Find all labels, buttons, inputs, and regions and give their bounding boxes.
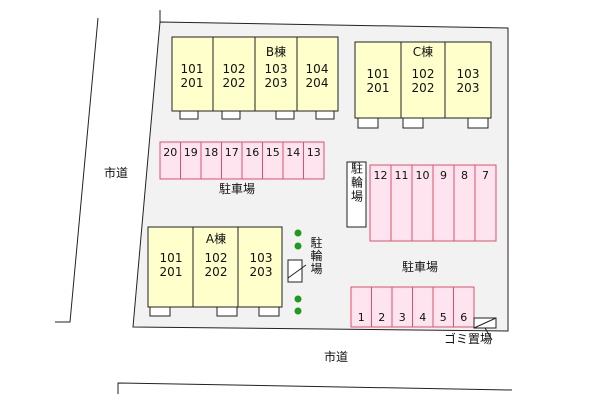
parking-label-right: 駐車場 xyxy=(402,259,438,274)
road-label-bottom: 市道 xyxy=(324,349,348,364)
svg-text:203: 203 xyxy=(457,81,480,95)
bottom-road-line xyxy=(117,382,513,394)
parking-space-label-2: 2 xyxy=(378,311,385,324)
svg-text:204: 204 xyxy=(306,76,329,90)
parking-top-row: 20 19 18 17 16 15 14 13 xyxy=(159,141,325,180)
parking-space-label-16: 16 xyxy=(245,146,259,159)
parking-space-label-14: 14 xyxy=(286,146,300,159)
building-c-name: C棟 xyxy=(413,44,433,59)
parking-space-label-13: 13 xyxy=(307,146,321,159)
parking-space-label-18: 18 xyxy=(204,146,218,159)
parking-space-label-11: 11 xyxy=(395,169,409,182)
parking-space-label-7: 7 xyxy=(482,169,489,182)
svg-text:101: 101 xyxy=(367,67,390,81)
parking-space-label-20: 20 xyxy=(163,146,177,159)
svg-text:103: 103 xyxy=(265,62,288,76)
tree xyxy=(294,295,302,303)
parking-space-label-5: 5 xyxy=(440,311,447,324)
parking-right-row: 12 11 10 9 8 7 xyxy=(369,164,497,242)
tree xyxy=(294,242,302,250)
parking-space-label-10: 10 xyxy=(416,169,430,182)
svg-text:102: 102 xyxy=(412,67,435,81)
parking-space-6 xyxy=(453,286,475,328)
svg-text:103: 103 xyxy=(457,67,480,81)
parking-space-13 xyxy=(303,141,325,180)
svg-text:202: 202 xyxy=(223,76,246,90)
svg-text:201: 201 xyxy=(367,81,390,95)
parking-space-label-17: 17 xyxy=(225,146,239,159)
tree xyxy=(294,307,302,315)
svg-text:101: 101 xyxy=(181,62,204,76)
building-b-name: B棟 xyxy=(266,44,286,59)
svg-text:203: 203 xyxy=(265,76,288,90)
parking-space-label-15: 15 xyxy=(266,146,280,159)
svg-text:203: 203 xyxy=(250,265,273,279)
parking-space-label-6: 6 xyxy=(460,311,467,324)
svg-text:202: 202 xyxy=(205,265,228,279)
svg-text:103: 103 xyxy=(250,251,273,265)
bicycle-shed-right xyxy=(346,161,367,228)
parking-space-label-3: 3 xyxy=(399,311,406,324)
left-road-line xyxy=(55,17,99,323)
parking-space-label-19: 19 xyxy=(184,146,198,159)
svg-text:101: 101 xyxy=(160,251,183,265)
garbage-label: ゴミ置場 xyxy=(444,331,492,346)
parking-space-label-12: 12 xyxy=(374,169,388,182)
parking-space-label-9: 9 xyxy=(440,169,447,182)
svg-text:201: 201 xyxy=(181,76,204,90)
parking-space-7 xyxy=(474,164,497,242)
parking-label-top: 駐車場 xyxy=(219,181,255,196)
svg-text:202: 202 xyxy=(412,81,435,95)
svg-text:201: 201 xyxy=(160,265,183,279)
svg-text:102: 102 xyxy=(205,251,228,265)
bicycle-label-left: 駐輪場 xyxy=(309,235,323,275)
building-c: C棟 101 201 102 202 103 203 xyxy=(354,41,492,129)
parking-space-label-4: 4 xyxy=(419,311,426,324)
building-b: B棟 101 201 102 202 103 203 104 204 xyxy=(171,36,339,120)
building-a-name: A棟 xyxy=(206,231,226,246)
parking-space-label-1: 1 xyxy=(358,311,365,324)
tree xyxy=(294,229,302,237)
building-a: A棟 101 201 102 202 103 203 xyxy=(147,226,283,317)
svg-text:104: 104 xyxy=(306,62,329,76)
bicycle-label-right: 駐輪場 xyxy=(350,161,364,204)
svg-text:102: 102 xyxy=(223,62,246,76)
bicycle-shed-left xyxy=(287,259,303,283)
road-label-left: 市道 xyxy=(104,165,128,180)
parking-space-label-8: 8 xyxy=(461,169,468,182)
